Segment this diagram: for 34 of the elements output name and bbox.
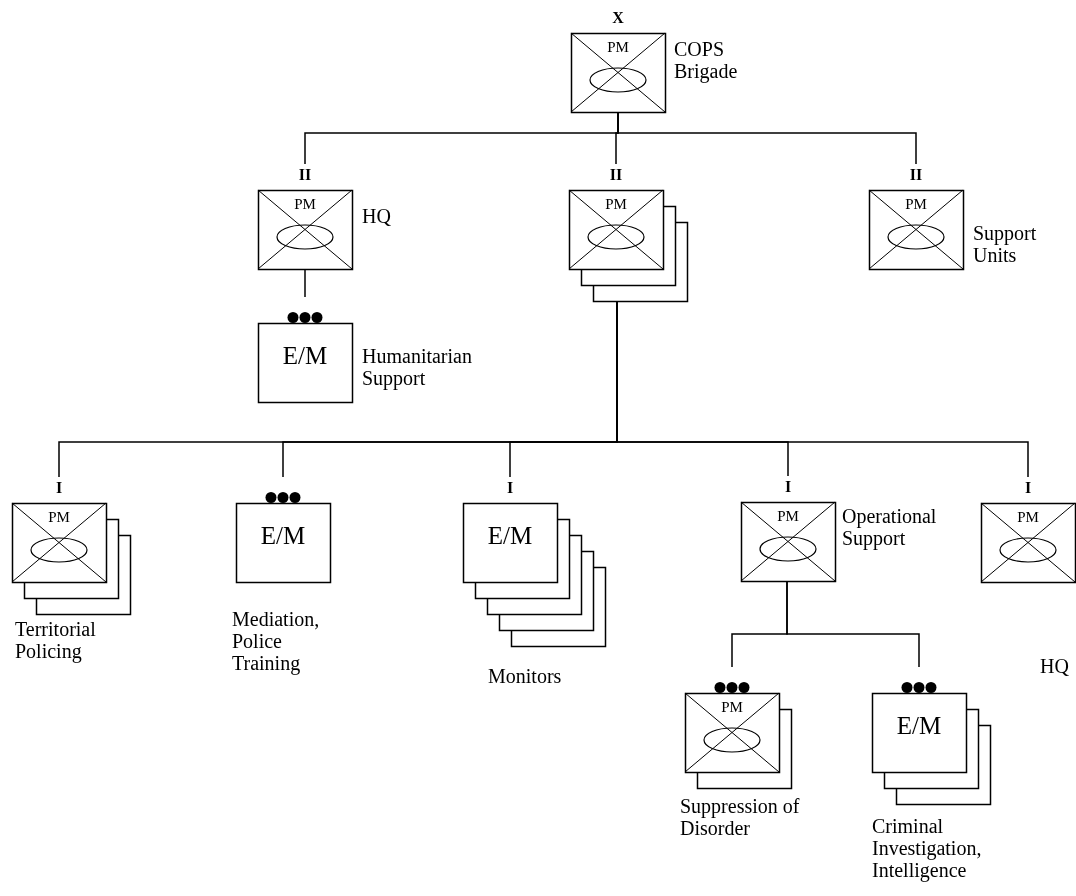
unit-name: Monitors xyxy=(488,665,563,687)
unit-type-label: PM xyxy=(47,510,71,525)
unit-type-label: PM xyxy=(720,700,744,715)
unit-type-label: PM xyxy=(604,197,628,212)
echelon-marker: I xyxy=(505,479,515,497)
connector-line xyxy=(786,580,920,668)
unit-name: Territorial Policing xyxy=(15,618,97,662)
echelon-marker: I xyxy=(54,479,64,497)
unit-type-label: PM xyxy=(904,197,928,212)
unit-name: Suppression of Disorder xyxy=(680,795,801,839)
connector-line xyxy=(617,111,917,165)
unit-type-label: PM xyxy=(776,509,800,524)
echelon-marker: X xyxy=(611,9,625,27)
unit-name: Humanitarian Support xyxy=(362,345,473,389)
echelon-marker: II xyxy=(608,166,624,184)
unit-name: Support Units xyxy=(973,222,1038,266)
echelon-marker: I xyxy=(1023,479,1033,497)
unit-type-label: PM xyxy=(606,40,630,55)
echelon-marker: I xyxy=(783,478,793,496)
unit-type-label: PM xyxy=(293,197,317,212)
unit-name: Criminal Investigation, Intelligence xyxy=(872,815,983,881)
unit-type-label: E/M xyxy=(486,523,534,548)
unit-name: HQ xyxy=(1040,655,1070,677)
echelon-marker: II xyxy=(297,166,313,184)
unit-name: Mediation, Police Training xyxy=(232,608,321,674)
unit-type-label: E/M xyxy=(259,523,307,548)
unit-name: Operational Support xyxy=(842,505,938,549)
unit-type-label: PM xyxy=(1016,510,1040,525)
unit-type-label: E/M xyxy=(281,343,329,368)
connector-line xyxy=(304,268,306,298)
unit-name: HQ xyxy=(362,205,392,227)
unit-name: COPS Brigade xyxy=(674,38,739,82)
unit-type-label: E/M xyxy=(895,713,943,738)
echelon-marker: II xyxy=(908,166,924,184)
